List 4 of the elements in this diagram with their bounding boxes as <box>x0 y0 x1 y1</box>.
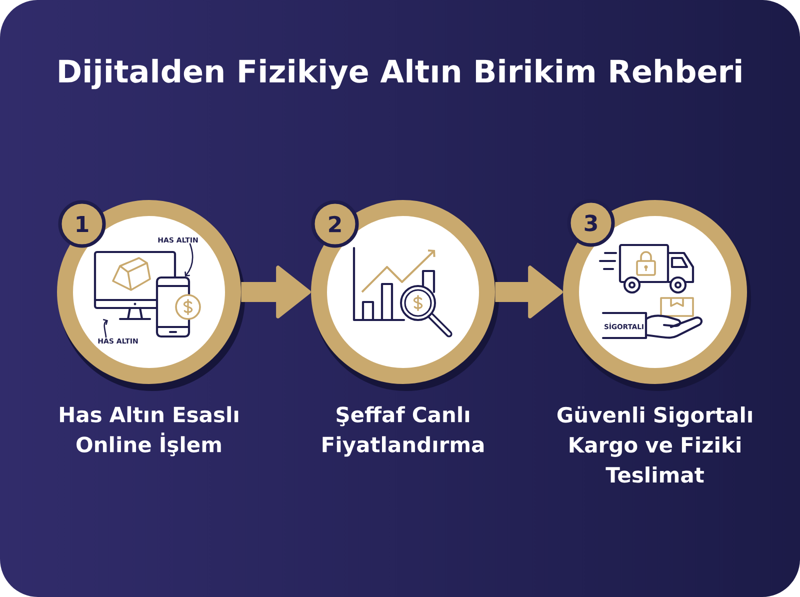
step-title: Şeffaf Canlı Fiyatlandırma <box>322 406 484 457</box>
step-title: Has Altın Esaslı Online İşlem <box>60 406 238 456</box>
title: Dijitalden Fizikiye Altın Birikim Rehberi <box>59 58 742 90</box>
step-title: Güvenli Sigortalı Kargo ve Fiziki Teslimat <box>557 406 752 483</box>
